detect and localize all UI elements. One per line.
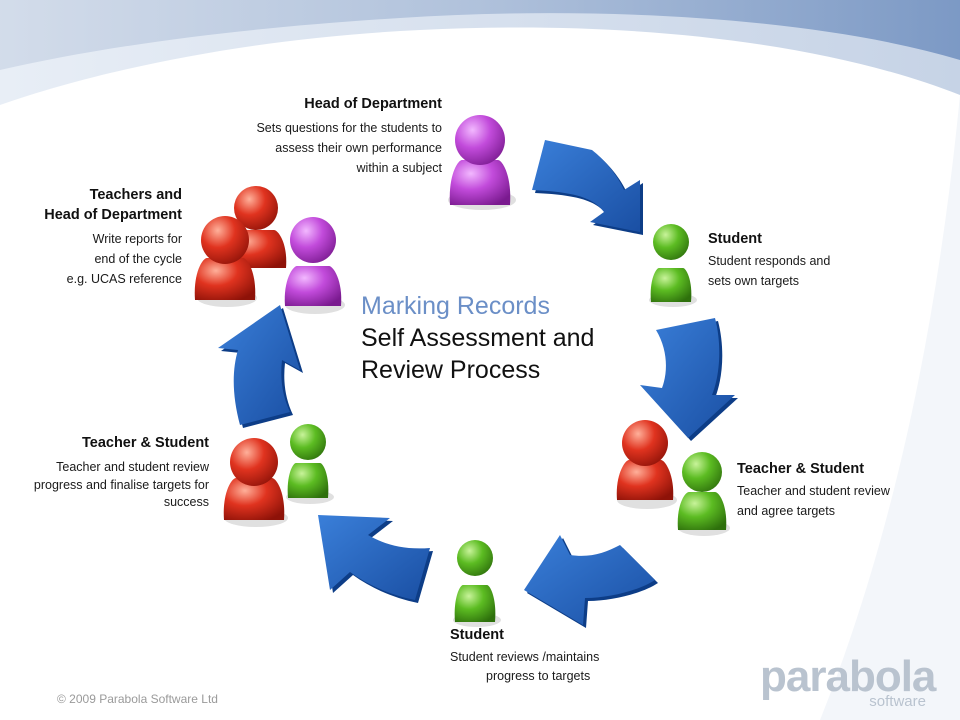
green-person-icon [453, 540, 501, 627]
step-line: Sets questions for the students to [256, 121, 442, 135]
arrow-1 [532, 140, 643, 235]
purple-person-icon [284, 217, 345, 314]
title-line-3: Review Process [361, 356, 541, 384]
step-title: Teacher & Student [81, 435, 209, 451]
step-line: Write reports for [92, 232, 182, 246]
step-teachers-hod-reports: Teachers and Head of Department Write re… [44, 185, 182, 289]
step-line: within a subject [356, 161, 442, 175]
green-person-icon [649, 224, 697, 307]
step-line: and agree targets [737, 504, 835, 518]
green-person-icon [286, 424, 334, 504]
step-line: Teacher and student review [737, 484, 890, 498]
step-line: progress to targets [486, 669, 591, 683]
step-description: Student reviews /maintains progress to t… [450, 647, 599, 685]
step-line: Teacher and student review [56, 460, 209, 474]
step-head-of-department: Head of Department Sets questions for th… [256, 94, 442, 178]
step-description: Teacher and student review and agree tar… [737, 481, 890, 521]
step-title: Student [708, 231, 762, 247]
step-line: Student reviews /maintains [450, 650, 600, 664]
step-line: sets own targets [708, 274, 800, 288]
step-line: Student responds and [708, 254, 831, 268]
arrow-2 [640, 318, 738, 441]
step-description: Sets questions for the students to asses… [256, 118, 442, 178]
logo-word: parabola [760, 652, 936, 701]
step-teacher-student-finalise: Teacher & Student Teacher and student re… [34, 433, 209, 511]
title-line-1: Marking Records [361, 292, 550, 320]
step-title: Head of Department [304, 96, 442, 112]
step-title: Head of Department [44, 207, 182, 223]
step-line: success [163, 495, 209, 509]
step-title: Teacher & Student [737, 461, 865, 477]
step-student-reviews: Student Student reviews /maintains progr… [450, 625, 599, 685]
step-line: assess their own performance [275, 141, 442, 155]
step-title: Student [450, 627, 504, 643]
step-title: Teachers and [89, 187, 182, 203]
red-person-icon [616, 420, 677, 509]
arrow-4 [318, 515, 433, 603]
red-person-icon [194, 216, 257, 307]
step-description: Teacher and student review progress and … [34, 457, 209, 511]
arrow-5 [218, 305, 303, 428]
parabola-logo: parabola software [760, 655, 936, 715]
copyright-text: © 2009 Parabola Software Ltd [57, 692, 218, 706]
logo-sub: software [869, 693, 926, 710]
step-line: e.g. UCAS reference [66, 272, 182, 286]
arrow-3 [524, 535, 658, 628]
step-line: end of the cycle [94, 252, 182, 266]
title-line-2: Self Assessment and [361, 324, 595, 352]
step-description: Student responds and sets own targets [708, 251, 830, 291]
step-description: Write reports for end of the cycle e.g. … [44, 229, 182, 289]
diagram-title: Marking Records Self Assessment and Revi… [361, 290, 594, 386]
step-teacher-student-agree: Teacher & Student Teacher and student re… [737, 459, 890, 521]
step-student-responds: Student Student responds and sets own ta… [708, 229, 830, 291]
green-person-icon [677, 452, 730, 536]
red-person-icon [223, 438, 288, 527]
step-line: progress and finalise targets for [33, 478, 209, 492]
purple-person-icon [448, 115, 516, 210]
